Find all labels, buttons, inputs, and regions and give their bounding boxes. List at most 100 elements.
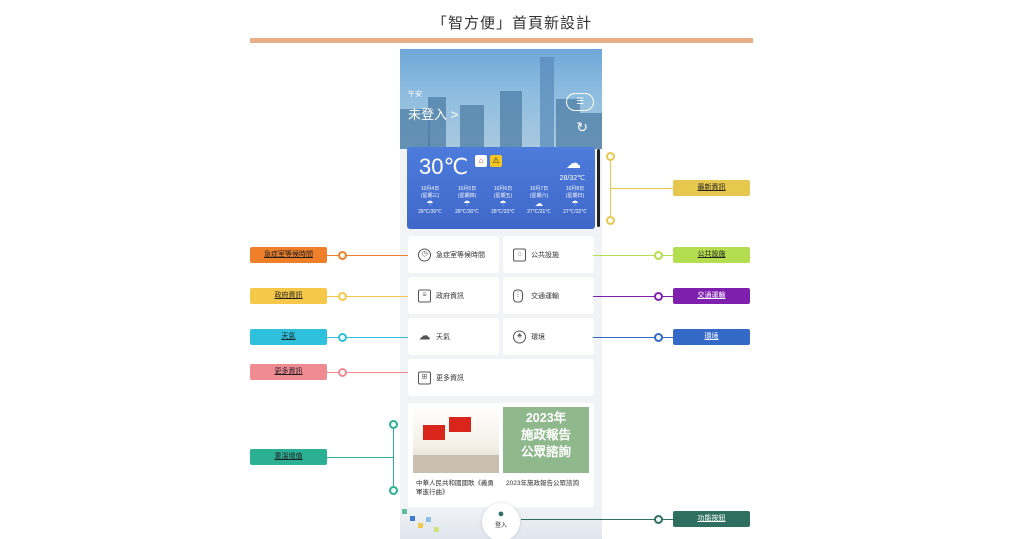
current-temperature: 30℃ [419, 154, 469, 179]
leaf-icon: ♣ [513, 330, 526, 343]
forecast-day: 10月4日 (星期三) ☂ 28℃/30℃ [413, 186, 447, 216]
forecast-day: 10月8日 (星期日) ☂ 27℃/32℃ [558, 186, 592, 216]
callout-dot [338, 251, 347, 260]
callout-line [521, 519, 655, 520]
refresh-icon[interactable]: ↻ [576, 119, 588, 135]
hero-banner: 午安 未登入 > ☰ ↻ [400, 49, 602, 149]
service-ae-waiting[interactable]: ◷ 急症室等候時間 [408, 236, 499, 273]
warning-icon: ⚠ [490, 155, 502, 167]
callout-bracket [393, 424, 394, 490]
decoration-square [418, 523, 423, 528]
page-title: 「智方便」首頁新設計 [431, 15, 592, 32]
callout-dot [389, 486, 398, 495]
service-label: 更多資訊 [436, 374, 464, 382]
callout-dot [338, 368, 347, 377]
callout-line [662, 255, 674, 256]
weather-card[interactable]: 30℃ ⌂ ⚠ ☁ 28/32℃ 10月4日 (星期三) ☂ 28℃/30℃ 1… [407, 147, 595, 229]
decoration-square [434, 527, 439, 532]
service-environment[interactable]: ♣ 環境 [503, 318, 594, 355]
decoration-square [410, 516, 415, 521]
callout-weather: 天氣 [250, 329, 327, 345]
service-more-info[interactable]: ⊞ 更多資訊 [408, 359, 594, 396]
login-link[interactable]: 未登入 > [408, 107, 459, 122]
banner-line: 2023年 [525, 411, 567, 425]
forecast-weekday: (星期四) [457, 192, 477, 199]
service-label: 急症室等候時間 [436, 251, 485, 259]
service-label: 政府資訊 [436, 292, 464, 300]
login-nav-button[interactable]: ● 登入 [482, 503, 520, 539]
nav-button-label: 登入 [494, 523, 507, 529]
title-underline [250, 38, 753, 43]
service-weather[interactable]: ☁ 天氣 [408, 318, 499, 355]
callout-dot [338, 292, 347, 301]
service-gov-info[interactable]: ≡ 政府資訊 [408, 277, 499, 314]
forecast-date: 10月5日 [457, 186, 477, 192]
forecast-weekday: (星期五) [493, 192, 513, 199]
callout-line [327, 337, 339, 338]
anthem-thumbnail[interactable] [413, 407, 499, 473]
callout-featured: 重溫增值 [250, 449, 327, 465]
greeting: 午安 [408, 91, 422, 98]
anthem-caption[interactable]: 中華人民共和國國歌《義勇軍進行曲》 [416, 480, 494, 496]
rain-icon: ☂ [499, 199, 507, 208]
banner-line: 施政報告 [520, 428, 571, 442]
callout-line [327, 372, 339, 373]
hk-flag [423, 425, 445, 440]
forecast-date: 10月7日 [529, 186, 549, 192]
china-flag [449, 417, 471, 432]
callout-line [593, 296, 655, 297]
callout-dot [606, 152, 615, 161]
callout-function-button: 功能按鈕 [673, 511, 750, 527]
forecast-date: 10月4日 [420, 186, 440, 192]
rain-icon: ☂ [426, 199, 434, 208]
skyline-building [500, 91, 522, 149]
banner-line: 公眾諮詢 [520, 445, 571, 459]
grid-icon: ⊞ [418, 371, 431, 384]
callout-latest-info: 最新資訊 [673, 180, 750, 196]
service-label: 環境 [531, 333, 545, 341]
forecast-date: 10月6日 [493, 186, 513, 192]
callout-more-info: 更多資訊 [250, 364, 327, 380]
phone-screen: 午安 未登入 > ☰ ↻ 30℃ ⌂ ⚠ ☁ 28/32℃ 10月4日 (星期三… [400, 49, 602, 539]
callout-line [327, 296, 339, 297]
scrollbar[interactable] [597, 149, 600, 227]
callout-gov-info: 政府資訊 [250, 288, 327, 304]
callout-line [662, 337, 674, 338]
forecast-temp: 27℃/31℃ [527, 209, 551, 215]
callout-line [327, 255, 339, 256]
rain-icon: ☂ [571, 199, 579, 208]
warning-icon: ⌂ [475, 155, 487, 167]
service-label: 天氣 [436, 333, 450, 341]
callout-bracket [610, 156, 611, 220]
forecast-day: 10月7日 (星期六) ☁ 27℃/31℃ [522, 186, 556, 216]
service-label: 公共設施 [531, 251, 559, 259]
policy-address-caption[interactable]: 2023年施政報告公眾諮詢 [506, 480, 579, 487]
skyline-building [400, 109, 430, 149]
policy-address-banner[interactable]: 2023年 施政報告 公眾諮詢 [503, 407, 589, 473]
forecast-temp: 28℃/30℃ [455, 209, 479, 215]
forecast-day: 10月5日 (星期四) ☂ 28℃/30℃ [450, 186, 484, 216]
forecast-weekday: (星期日) [565, 192, 585, 199]
service-transport[interactable]: ⋮ 交通運輸 [503, 277, 594, 314]
skyline-building [460, 105, 484, 149]
callout-dot [606, 216, 615, 225]
callout-dot [338, 333, 347, 342]
callout-line [662, 296, 674, 297]
callout-line [347, 296, 408, 297]
skyline-building [580, 113, 602, 149]
callout-dot [389, 420, 398, 429]
rain-icon: ☂ [463, 199, 471, 208]
service-label: 交通運輸 [531, 292, 559, 300]
callout-environment: 環境 [673, 329, 750, 345]
menu-icon[interactable]: ☰ [566, 93, 594, 111]
service-public-facilities[interactable]: ⌂ 公共設施 [503, 236, 594, 273]
person-icon: ● [497, 508, 505, 520]
skyline-tower [540, 57, 554, 149]
callout-line [611, 188, 673, 189]
decoration-square [426, 517, 431, 522]
forecast-day: 10月6日 (星期五) ☂ 28℃/33℃ [486, 186, 520, 216]
forecast-temp: 28℃/30℃ [418, 209, 442, 215]
callout-line [347, 255, 408, 256]
callout-line [662, 519, 674, 520]
